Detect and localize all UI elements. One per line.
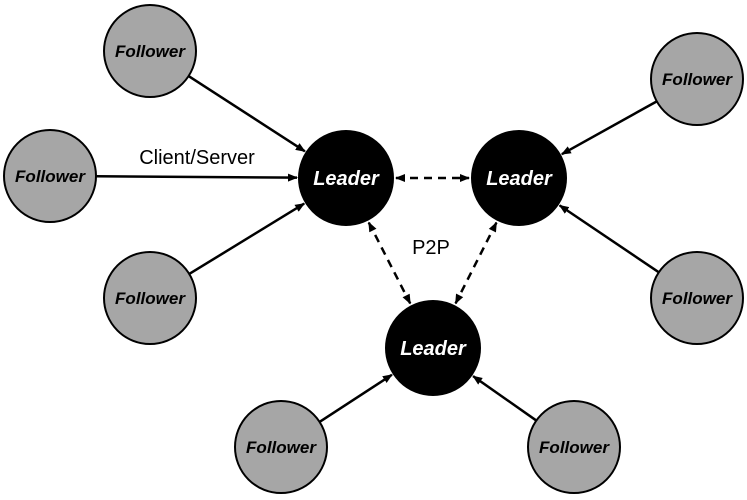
follower-label: Follower: [662, 70, 733, 89]
follower-circle: [650, 32, 744, 126]
follower-node-f7: Follower: [527, 400, 621, 494]
follower-label: Follower: [115, 289, 186, 308]
follower-label: Follower: [15, 167, 86, 186]
nodes: FollowerFollowerFollowerFollowerFollower…: [3, 4, 744, 494]
leader-circle: [385, 300, 481, 396]
follower-circle: [3, 129, 97, 223]
leader-circle: [471, 130, 567, 226]
follower-node-f3: Follower: [103, 251, 197, 345]
follower-node-f2: Follower: [3, 129, 97, 223]
client-server-arrow-f6-l3: [318, 373, 393, 423]
leader-label: Leader: [400, 338, 467, 360]
client-server-arrow-f4-l2: [560, 100, 658, 156]
follower-circle: [103, 4, 197, 98]
client-server-arrow-f1-l1: [187, 74, 306, 153]
p2p-arrow-l2-l3: [454, 221, 498, 305]
leader-circle: [298, 130, 394, 226]
p2p-arrow-l1-l3: [367, 221, 412, 305]
follower-label: Follower: [539, 438, 610, 457]
leader-label: Leader: [313, 168, 380, 190]
follower-circle: [234, 400, 328, 494]
edges: [95, 74, 660, 423]
follower-circle: [650, 251, 744, 345]
client-server-arrow-f3-l1: [188, 202, 306, 276]
follower-node-f5: Follower: [650, 251, 744, 345]
follower-circle: [527, 400, 621, 494]
leader-node-l2: Leader: [471, 130, 567, 226]
leader-label: Leader: [486, 168, 553, 190]
follower-circle: [103, 251, 197, 345]
follower-label: Follower: [115, 42, 186, 61]
client-server-arrow-f2-l1: [95, 173, 299, 182]
leader-node-l3: Leader: [385, 300, 481, 396]
follower-node-f1: Follower: [103, 4, 197, 98]
follower-node-f4: Follower: [650, 32, 744, 126]
leader-node-l1: Leader: [298, 130, 394, 226]
follower-label: Follower: [662, 289, 733, 308]
follower-label: Follower: [246, 438, 317, 457]
client-server-label: Client/Server: [139, 147, 255, 169]
client-server-arrow-f5-l2: [558, 204, 660, 274]
client-server-arrow-f7-l3: [472, 375, 538, 422]
follower-node-f6: Follower: [234, 400, 328, 494]
p2p-label: P2P: [412, 237, 450, 259]
